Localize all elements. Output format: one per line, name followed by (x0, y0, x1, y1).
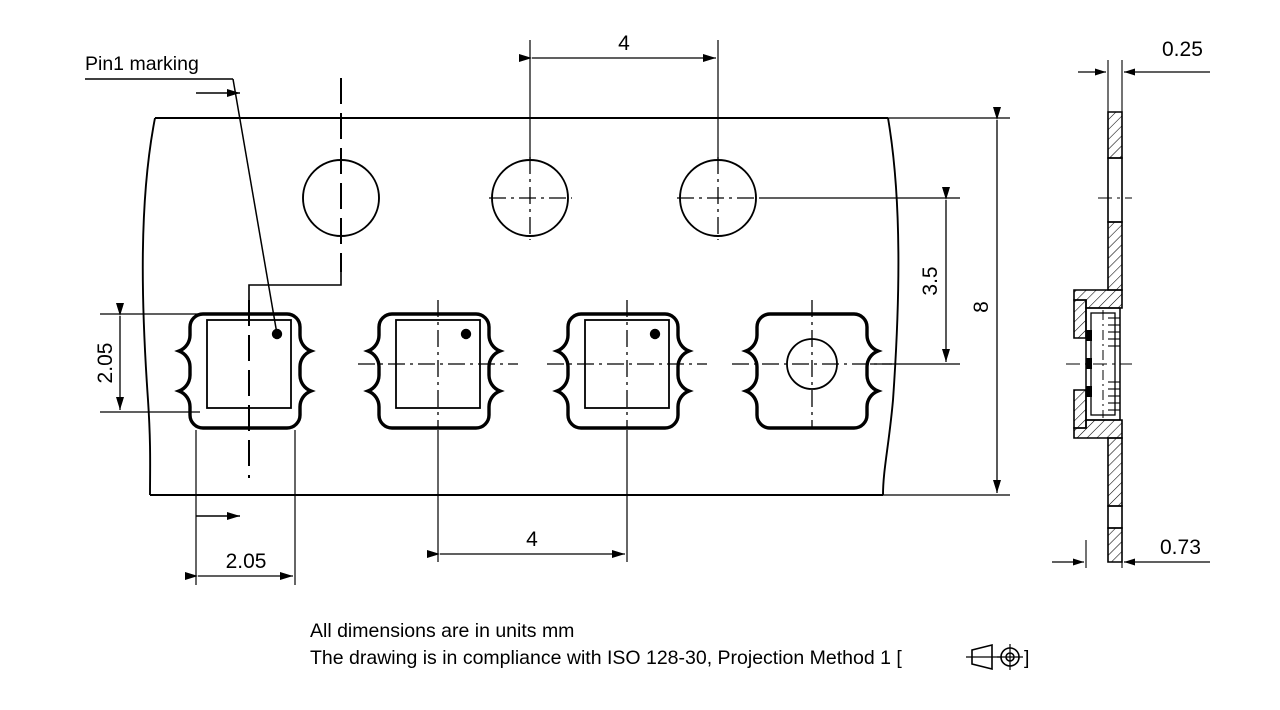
dimension-value: 4 (526, 528, 538, 551)
dimension-value: 8 (970, 301, 993, 313)
pocket-cavity (174, 312, 316, 430)
dimension-value: 4 (618, 32, 630, 55)
component-body (206, 319, 292, 409)
terminal-pad (1086, 358, 1092, 369)
pocket-lip-bottom (1073, 419, 1123, 439)
pocket-cavity-empty (732, 300, 892, 430)
standard-note-close: ] (1024, 647, 1029, 669)
side-section-view (1066, 60, 1132, 568)
dimension-total-thickness: 0.73 (1052, 536, 1210, 566)
dimension-sprocket-pitch-top: 4 (519, 32, 719, 160)
drawing-notes: All dimensions are in units mm The drawi… (310, 620, 1029, 671)
pin1-dot (460, 328, 472, 340)
break-line-left (141, 117, 156, 496)
tape-web-lower (1107, 505, 1123, 529)
dimension-value: 0.73 (1160, 536, 1201, 559)
carrier-wall-lower (1107, 437, 1123, 507)
pin1-annotation: Pin1 marking (85, 53, 278, 335)
dimension-cover-thickness: 0.25 (1078, 38, 1210, 76)
tape-web-upper (1107, 157, 1123, 223)
dimension-pocket-offset: 2.05 (185, 89, 296, 585)
cover-tape-lower (1107, 527, 1123, 563)
dimension-pocket-pitch-bottom: 4 (427, 430, 628, 562)
terminal-pad (1086, 330, 1092, 341)
dimension-value: 2.05 (94, 343, 117, 384)
dimension-hole-to-pocket: 3.5 (760, 187, 960, 365)
sprocket-holes (302, 157, 760, 240)
top-view (141, 78, 900, 497)
standard-note: The drawing is in compliance with ISO 12… (310, 647, 902, 669)
datum-connector (248, 272, 342, 315)
dimension-value: 0.25 (1162, 38, 1203, 61)
pocket-wall-lower (1073, 389, 1087, 429)
terminal-pad (1086, 386, 1092, 397)
dimension-tape-width: 8 (883, 107, 1010, 496)
pocket-cavity (358, 300, 518, 430)
cover-tape-upper (1107, 111, 1123, 159)
break-line-right (882, 117, 900, 496)
pin1-dot (649, 328, 661, 340)
dimension-value: 2.05 (226, 550, 267, 573)
pin1-marking-label: Pin1 marking (85, 53, 199, 75)
dimension-value: 3.5 (919, 266, 942, 295)
component-ribs (1108, 317, 1120, 411)
carrier-wall-upper (1107, 221, 1123, 291)
cone-glyph (971, 643, 993, 671)
pocket-cavity (547, 300, 707, 430)
pin1-leader-diagonal (232, 78, 278, 335)
dimension-pocket-height: 2.05 (94, 303, 200, 413)
tape-outline (141, 116, 900, 497)
pocket-wall-upper (1073, 299, 1087, 339)
first-angle-projection-symbol (966, 643, 1023, 671)
units-note: All dimensions are in units mm (310, 620, 574, 642)
